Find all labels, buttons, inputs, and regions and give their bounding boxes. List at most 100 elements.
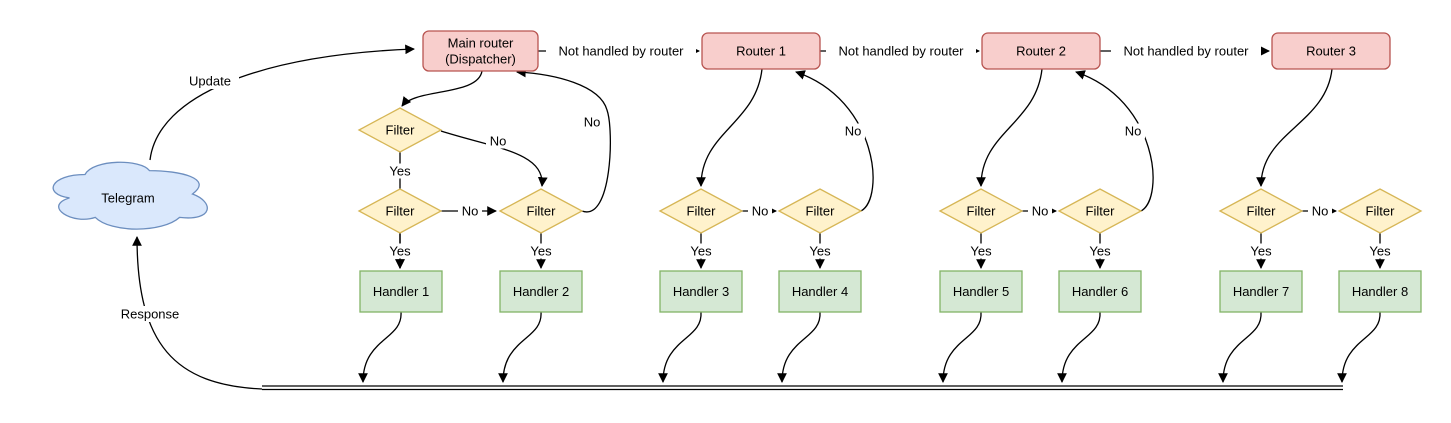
yes-label: Yes [1250, 244, 1272, 259]
label-bg [1308, 203, 1332, 219]
handler-8-node [1338, 270, 1422, 313]
filter-node-router2-left [938, 188, 1024, 234]
label-bg [1367, 243, 1393, 259]
handler-6-node [1058, 270, 1142, 313]
label-bg [580, 114, 604, 130]
handler-1-label: Handler 1 [373, 284, 429, 299]
label-bg [458, 203, 482, 219]
label-bg [1111, 43, 1261, 59]
handler5-drop-edge [938, 311, 982, 383]
label-bg [183, 73, 239, 89]
handler-3-label: Handler 3 [673, 284, 729, 299]
telegram-label: Telegram [101, 191, 154, 206]
router2-no-return-edge [1075, 70, 1154, 212]
response-label: Response [121, 307, 180, 322]
handler8-drop-edge [1337, 311, 1381, 383]
router-3-node [1271, 32, 1391, 70]
yes-label: Yes [1369, 244, 1391, 259]
filter-label: Filter [1366, 204, 1396, 219]
label-bg [387, 163, 413, 179]
filter-label: Filter [1247, 204, 1277, 219]
no-label: No [462, 204, 479, 219]
edge-labels-layer: Update Not handled by router Not handled… [114, 43, 1393, 322]
handler1-drop-edge [358, 311, 402, 383]
handler-5-label: Handler 5 [953, 284, 1009, 299]
handler-4-label: Handler 4 [792, 284, 848, 299]
no-label: No [752, 204, 769, 219]
router1-no-return-edge [795, 70, 874, 212]
filter-node-router3-right [1337, 188, 1423, 234]
router-2-label: Router 2 [1016, 44, 1066, 59]
label-bg [968, 243, 994, 259]
yes-label: Yes [530, 244, 552, 259]
label-bg [387, 243, 413, 259]
router-1-node [701, 32, 821, 70]
router-1-label: Router 1 [736, 44, 786, 59]
edges-layer [132, 44, 1385, 391]
yes-label: Yes [389, 164, 411, 179]
dispatcher-to-filter-edge [401, 70, 483, 107]
no-label: No [845, 124, 862, 139]
label-bg [841, 123, 865, 139]
label-bg [688, 243, 714, 259]
filter-node-router2-right [1057, 188, 1143, 234]
label-bg [807, 243, 833, 259]
nodes-layer: Telegram Main router (Dispatcher) Router… [52, 30, 1423, 313]
not-handled-label-3: Not handled by router [1123, 44, 1249, 59]
no-label: No [584, 115, 601, 130]
main-router-label-line2: (Dispatcher) [445, 52, 516, 67]
label-bg [546, 43, 696, 59]
handler-7-label: Handler 7 [1233, 284, 1289, 299]
yes-label: Yes [389, 244, 411, 259]
label-bg [1028, 203, 1052, 219]
main-router-label-line1: Main router [448, 36, 514, 51]
handler6-drop-edge [1057, 311, 1101, 383]
no-label: No [1125, 124, 1142, 139]
filter-label: Filter [386, 123, 416, 138]
label-bg [528, 243, 554, 259]
handler-8-label: Handler 8 [1352, 284, 1408, 299]
label-bg [1121, 123, 1145, 139]
filter-label: Filter [1086, 204, 1116, 219]
label-bg [114, 306, 186, 322]
filter-node-dispatcher-left [357, 188, 443, 234]
yes-label: Yes [690, 244, 712, 259]
filter-node-router3-left [1218, 188, 1304, 234]
filter-a-no-edge [440, 130, 548, 187]
filter-node-router1-right [777, 188, 863, 234]
handler-4-node [778, 270, 862, 313]
handler-5-node [939, 270, 1023, 313]
yes-label: Yes [809, 244, 831, 259]
no-label: No [490, 134, 507, 149]
yes-label: Yes [1089, 244, 1111, 259]
response-edge [132, 236, 263, 390]
router3-to-filter-edge [1256, 68, 1333, 187]
filter-label: Filter [386, 204, 416, 219]
yes-label: Yes [970, 244, 992, 259]
router1-to-filter-edge [696, 68, 763, 187]
handler-1-node [359, 270, 443, 313]
handler-6-label: Handler 6 [1072, 284, 1128, 299]
no-label: No [1032, 204, 1049, 219]
filter-label: Filter [527, 204, 557, 219]
filter-c-no-return-edge [516, 67, 612, 213]
router2-to-filter-edge [976, 68, 1043, 187]
handler2-drop-edge [498, 311, 542, 383]
telegram-cloud [52, 161, 208, 230]
router-2-node [981, 32, 1101, 70]
label-bg [1248, 243, 1274, 259]
update-label: Update [189, 74, 231, 89]
filter-label: Filter [806, 204, 836, 219]
label-bg [1087, 243, 1113, 259]
handler4-drop-edge [777, 311, 821, 383]
filter-node-dispatcher-right [498, 188, 584, 234]
not-handled-label-1: Not handled by router [558, 44, 684, 59]
handler-2-label: Handler 2 [513, 284, 569, 299]
filter-node-dispatcher-top [357, 107, 443, 153]
not-handled-label-2: Not handled by router [838, 44, 964, 59]
handler-3-node [659, 270, 743, 313]
handler3-drop-edge [658, 311, 702, 383]
main-router-node [422, 30, 539, 72]
